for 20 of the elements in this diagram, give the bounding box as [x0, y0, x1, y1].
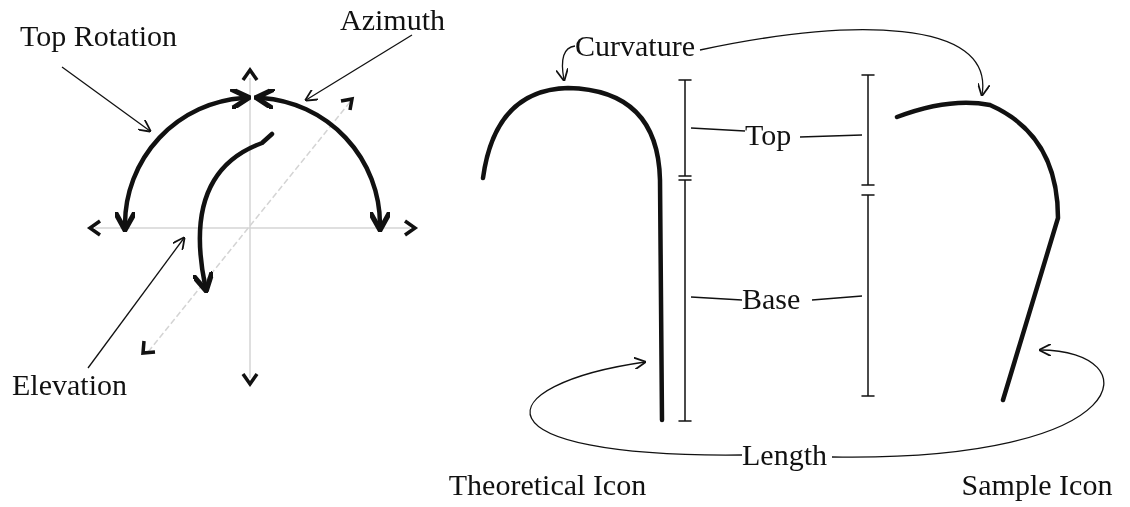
leader-line	[831, 344, 1105, 458]
label-text: Length	[742, 438, 827, 473]
leader-line	[811, 295, 863, 301]
label-text: Curvature	[575, 28, 695, 64]
label-text: Base	[742, 282, 801, 317]
leader-line	[690, 127, 746, 132]
leader-line	[555, 45, 576, 83]
leader-line	[530, 357, 743, 456]
label-text: Elevation	[12, 368, 127, 403]
leader-line	[799, 134, 863, 138]
leader-line	[699, 29, 989, 98]
leader-line	[87, 236, 186, 369]
label-text: Top	[745, 118, 792, 153]
label-text: Top Rotation	[20, 18, 178, 54]
node-label: Sample Icon	[960, 468, 1114, 503]
leader-line	[690, 296, 743, 301]
label-text: Azimuth	[340, 3, 445, 38]
leader-line	[61, 66, 152, 133]
node-label: Theoretical Icon	[447, 468, 648, 503]
leader-line	[304, 34, 413, 102]
